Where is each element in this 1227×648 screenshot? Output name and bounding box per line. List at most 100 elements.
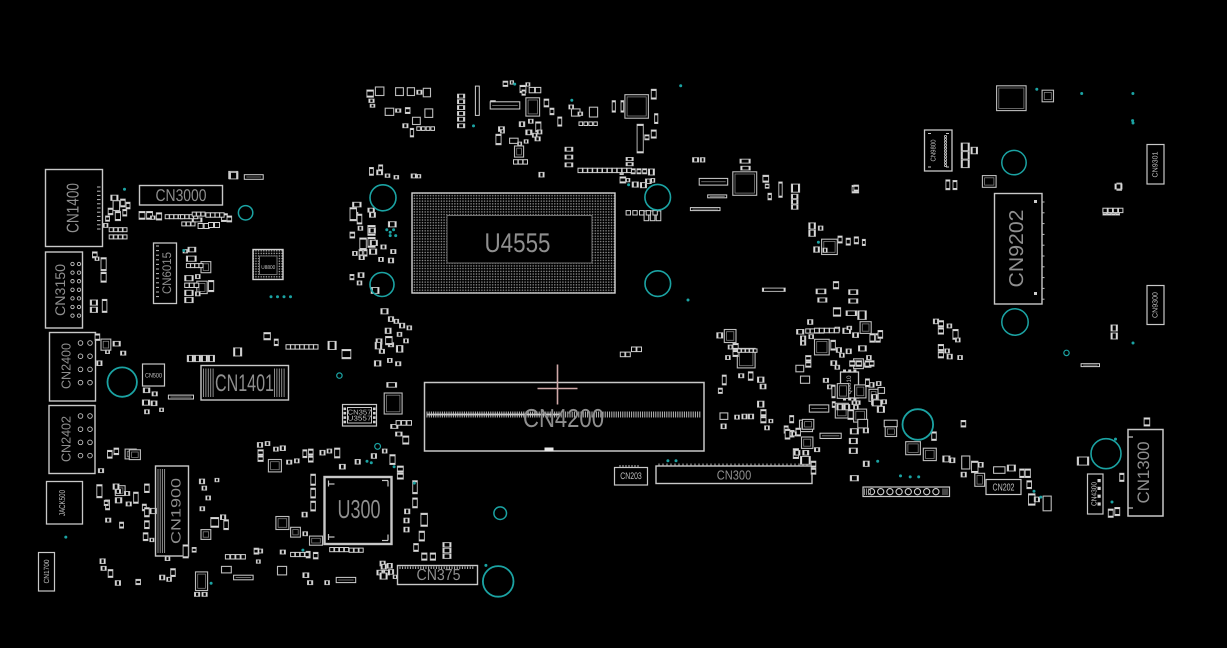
component-U4555[interactable]: U4555: [411, 192, 616, 294]
chip-part[interactable]: [100, 257, 107, 272]
component-CN4300[interactable]: CN4300: [1086, 473, 1104, 515]
chip-part[interactable]: [830, 339, 836, 351]
chip-part[interactable]: [352, 201, 362, 208]
chip-part[interactable]: [201, 485, 208, 491]
component-CN203[interactable]: CN203: [613, 465, 649, 486]
ic-part[interactable]: [374, 86, 385, 97]
chip-part[interactable]: [369, 212, 376, 218]
chip-part[interactable]: [263, 332, 271, 341]
chip-part[interactable]: [392, 574, 398, 580]
bar-part[interactable]: [474, 85, 480, 116]
chip-part[interactable]: [310, 473, 316, 486]
chip-part[interactable]: [396, 472, 404, 480]
component-CN1401[interactable]: CN1401: [200, 364, 290, 401]
chip-part[interactable]: [369, 167, 374, 176]
chip-part[interactable]: [759, 383, 767, 390]
chip-part[interactable]: [233, 347, 243, 357]
pad-row[interactable]: [631, 346, 643, 353]
chip-part[interactable]: [442, 542, 452, 548]
chip-part[interactable]: [625, 178, 631, 183]
chip-part[interactable]: [273, 446, 279, 452]
ic-part[interactable]: [200, 529, 212, 540]
component-CN2400[interactable]: CN2400: [48, 331, 97, 402]
chip-part[interactable]: [808, 334, 815, 340]
chip-part[interactable]: [858, 345, 867, 352]
ic-part[interactable]: [194, 571, 209, 592]
chip-part[interactable]: [960, 142, 970, 152]
ic-part[interactable]: [424, 108, 434, 118]
component-JACK500[interactable]: JACK500: [45, 480, 84, 525]
chip-part[interactable]: [639, 182, 648, 189]
chip-part[interactable]: [110, 194, 119, 201]
chip-part[interactable]: [654, 113, 659, 124]
bar-part[interactable]: [689, 207, 721, 212]
component-CN9202[interactable]: CN9202: [993, 192, 1045, 305]
chip-part[interactable]: [381, 448, 388, 454]
chip-part[interactable]: [805, 355, 812, 362]
chip-part[interactable]: [100, 271, 107, 283]
chip-part[interactable]: [359, 237, 367, 251]
chip-part[interactable]: [937, 327, 944, 335]
chip-part[interactable]: [843, 403, 851, 411]
chip-part[interactable]: [747, 413, 755, 420]
chip-part[interactable]: [393, 318, 400, 324]
chip-part[interactable]: [412, 497, 418, 509]
ic-part[interactable]: [974, 472, 986, 487]
pad-row[interactable]: [619, 351, 631, 358]
chip-part[interactable]: [650, 88, 657, 100]
chip-part[interactable]: [352, 251, 358, 256]
chip-part[interactable]: [133, 491, 139, 504]
chip-part[interactable]: [100, 565, 107, 571]
chip-part[interactable]: [120, 350, 127, 356]
chip-part[interactable]: [107, 207, 114, 216]
chip-part[interactable]: [416, 174, 422, 179]
chip-part[interactable]: [837, 235, 843, 244]
chip-part[interactable]: [868, 360, 875, 367]
chip-part[interactable]: [866, 355, 872, 361]
chip-part[interactable]: [457, 99, 466, 105]
chip-part[interactable]: [832, 307, 842, 317]
chip-part[interactable]: [805, 361, 812, 368]
chip-part[interactable]: [557, 116, 563, 127]
chip-part[interactable]: [631, 181, 639, 188]
chip-part[interactable]: [739, 158, 751, 164]
component-CN2402[interactable]: CN2402: [48, 404, 96, 475]
chip-part[interactable]: [187, 246, 197, 253]
chip-part[interactable]: [960, 159, 970, 169]
chip-part[interactable]: [778, 181, 783, 198]
chip-part[interactable]: [835, 347, 842, 353]
chip-part[interactable]: [184, 289, 194, 296]
chip-part[interactable]: [257, 548, 264, 554]
component-CN500[interactable]: CN500: [141, 363, 166, 387]
bar-part[interactable]: [167, 394, 194, 400]
chip-part[interactable]: [692, 157, 700, 163]
chip-part[interactable]: [94, 333, 101, 341]
chip-part[interactable]: [717, 387, 723, 394]
chip-part[interactable]: [403, 338, 409, 344]
chip-part[interactable]: [793, 450, 801, 456]
pad-row[interactable]: [164, 214, 183, 220]
chip-part[interactable]: [264, 441, 271, 447]
chip-part[interactable]: [406, 325, 413, 331]
bar-part[interactable]: [243, 174, 264, 180]
chip-part[interactable]: [125, 201, 131, 210]
chip-part[interactable]: [727, 344, 734, 350]
chip-part[interactable]: [853, 184, 859, 192]
chip-part[interactable]: [112, 483, 120, 490]
chip-part[interactable]: [767, 192, 772, 201]
chip-part[interactable]: [387, 221, 397, 228]
chip-part[interactable]: [114, 489, 122, 494]
chip-part[interactable]: [971, 460, 979, 474]
chip-part[interactable]: [509, 80, 515, 85]
chip-part[interactable]: [768, 418, 774, 424]
chip-part[interactable]: [96, 360, 103, 366]
chip-part[interactable]: [387, 257, 395, 264]
chip-part[interactable]: [379, 572, 388, 580]
chip-part[interactable]: [402, 123, 409, 129]
chip-part[interactable]: [877, 330, 884, 339]
chip-part[interactable]: [308, 455, 314, 463]
chip-part[interactable]: [942, 455, 951, 463]
chip-part[interactable]: [149, 537, 155, 543]
pad-row[interactable]: [1102, 207, 1124, 214]
